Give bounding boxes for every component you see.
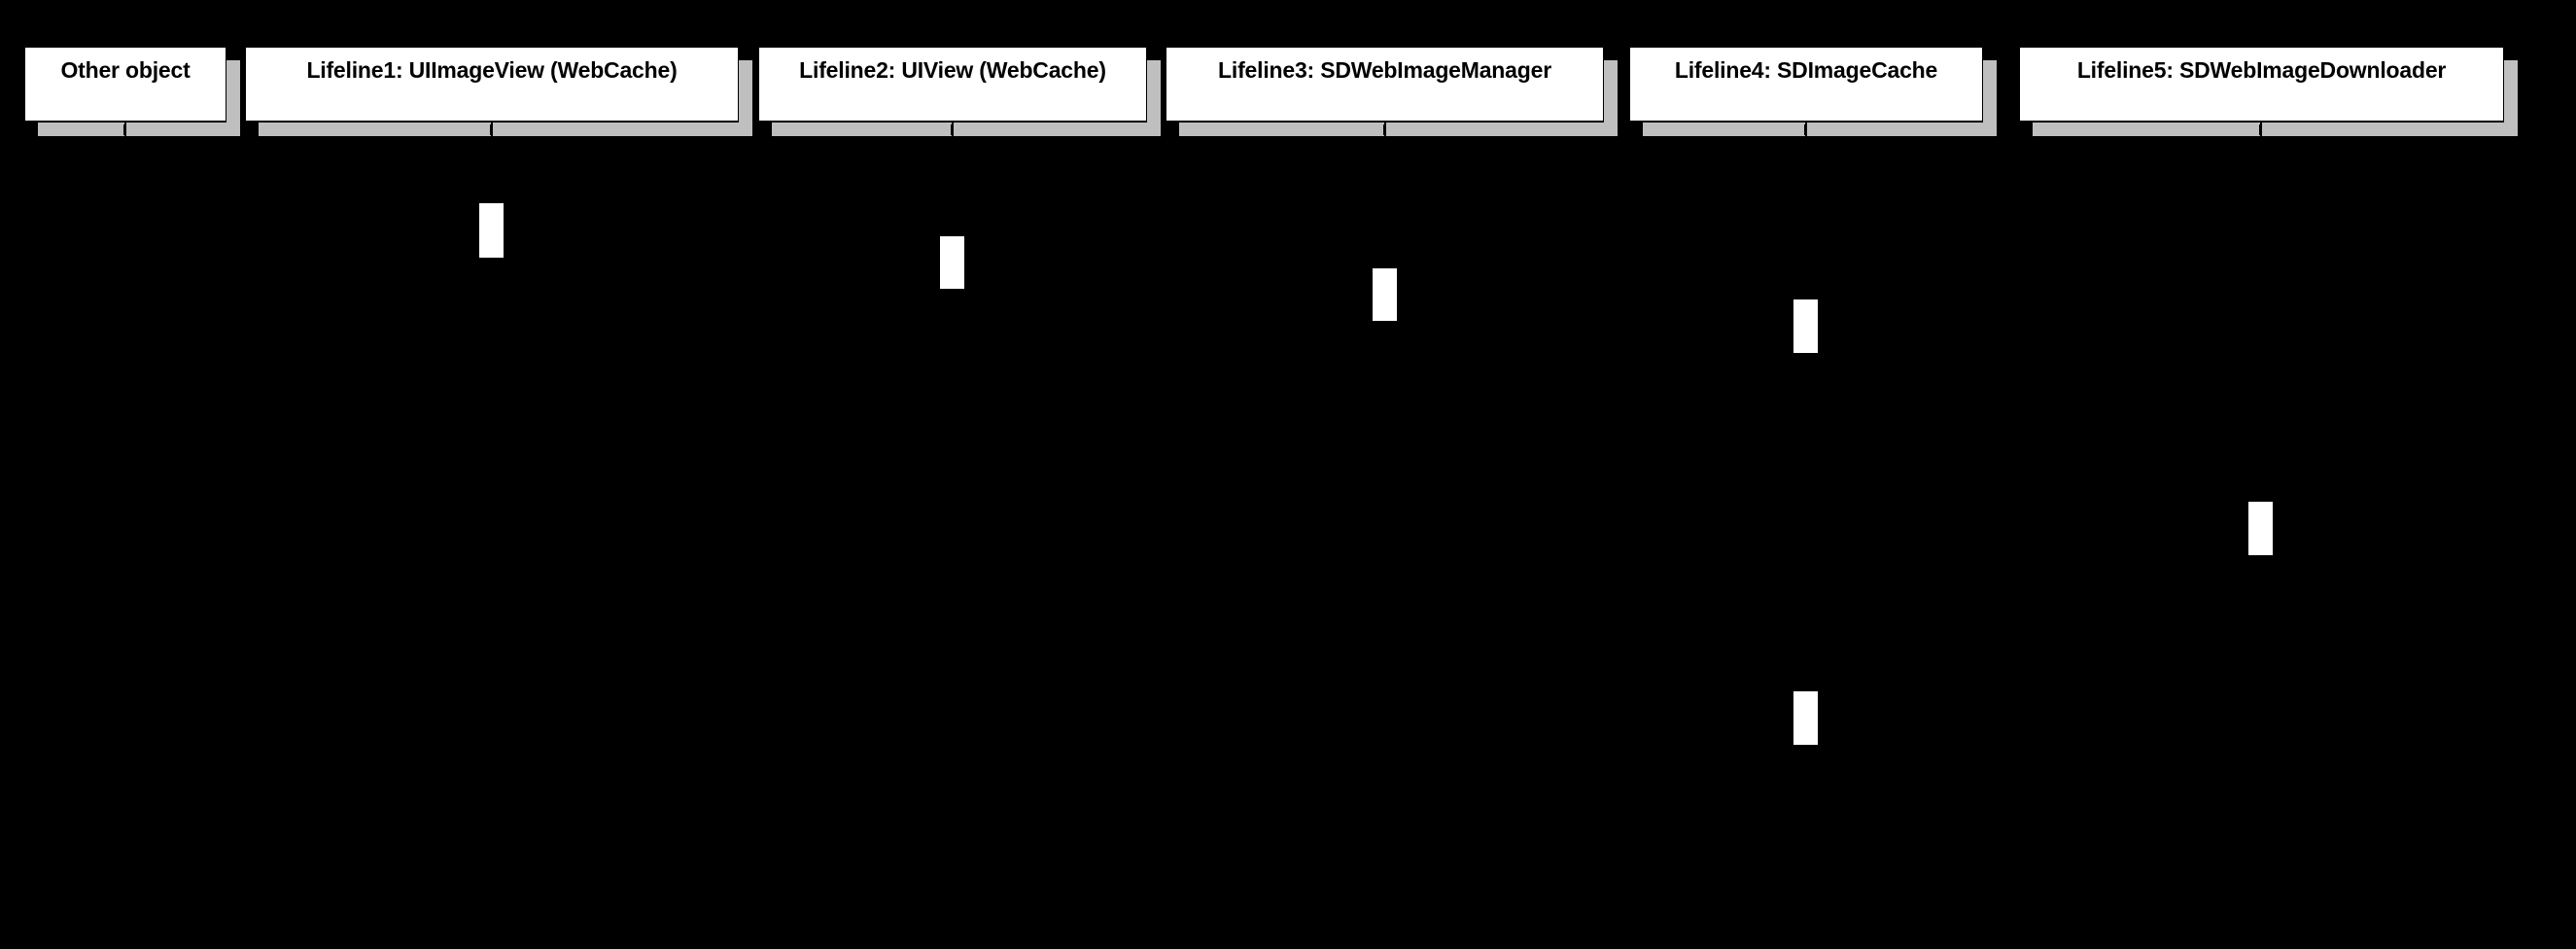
- lifeline-head-shadow-right: [1147, 60, 1161, 136]
- lifeline-tick: [1804, 124, 1807, 135]
- lifeline-head-uiimageview-webcache[interactable]: Lifeline1: UIImageView (WebCache): [245, 47, 739, 122]
- lifeline-axis: [1384, 122, 1386, 949]
- lifeline-head-shadow-bottom: [259, 123, 752, 136]
- lifeline-axis: [952, 122, 954, 949]
- lifeline-head-sdwebimagedownloader[interactable]: Lifeline5: SDWebImageDownloader: [2019, 47, 2504, 122]
- lifeline-head-sdwebimagemanager[interactable]: Lifeline3: SDWebImageManager: [1166, 47, 1604, 122]
- lifeline-axis: [124, 122, 126, 949]
- activation-bar[interactable]: [1793, 691, 1818, 745]
- lifeline-label: Lifeline3: SDWebImageManager: [1218, 57, 1551, 83]
- lifeline-label: Lifeline4: SDImageCache: [1674, 57, 1938, 83]
- activation-bar[interactable]: [1793, 299, 1818, 353]
- lifeline-head-shadow-bottom: [1643, 123, 1997, 136]
- activation-bar[interactable]: [1373, 268, 1397, 321]
- lifeline-head-shadow-right: [226, 60, 240, 136]
- lifeline-head-shadow-bottom: [2033, 123, 2518, 136]
- lifeline-label: Lifeline1: UIImageView (WebCache): [306, 57, 678, 83]
- lifeline-head-shadow-bottom: [772, 123, 1161, 136]
- lifeline-head-shadow-bottom: [38, 123, 240, 136]
- lifeline-axis: [1805, 122, 1807, 949]
- lifeline-label: Other object: [60, 57, 191, 83]
- lifeline-head-shadow-right: [2504, 60, 2518, 136]
- lifeline-tick: [2259, 124, 2262, 135]
- lifeline-head-shadow-right: [1604, 60, 1618, 136]
- lifeline-head-shadow-bottom: [1179, 123, 1618, 136]
- lifeline-head-other-object[interactable]: Other object: [24, 47, 226, 122]
- lifeline-label: Lifeline2: UIView (WebCache): [799, 57, 1106, 83]
- lifeline-tick: [1383, 124, 1386, 135]
- lifeline-head-shadow-right: [1983, 60, 1997, 136]
- activation-bar[interactable]: [940, 236, 964, 289]
- activation-bar[interactable]: [2248, 502, 2273, 555]
- lifeline-head-shadow-right: [739, 60, 752, 136]
- lifeline-tick: [490, 124, 493, 135]
- lifeline-tick: [123, 124, 126, 135]
- lifeline-head-sdimagecache[interactable]: Lifeline4: SDImageCache: [1629, 47, 1983, 122]
- activation-bar[interactable]: [479, 203, 504, 258]
- lifeline-axis: [491, 122, 493, 949]
- lifeline-label: Lifeline5: SDWebImageDownloader: [2076, 57, 2447, 83]
- lifeline-tick: [951, 124, 954, 135]
- lifeline-head-uiview-webcache[interactable]: Lifeline2: UIView (WebCache): [758, 47, 1147, 122]
